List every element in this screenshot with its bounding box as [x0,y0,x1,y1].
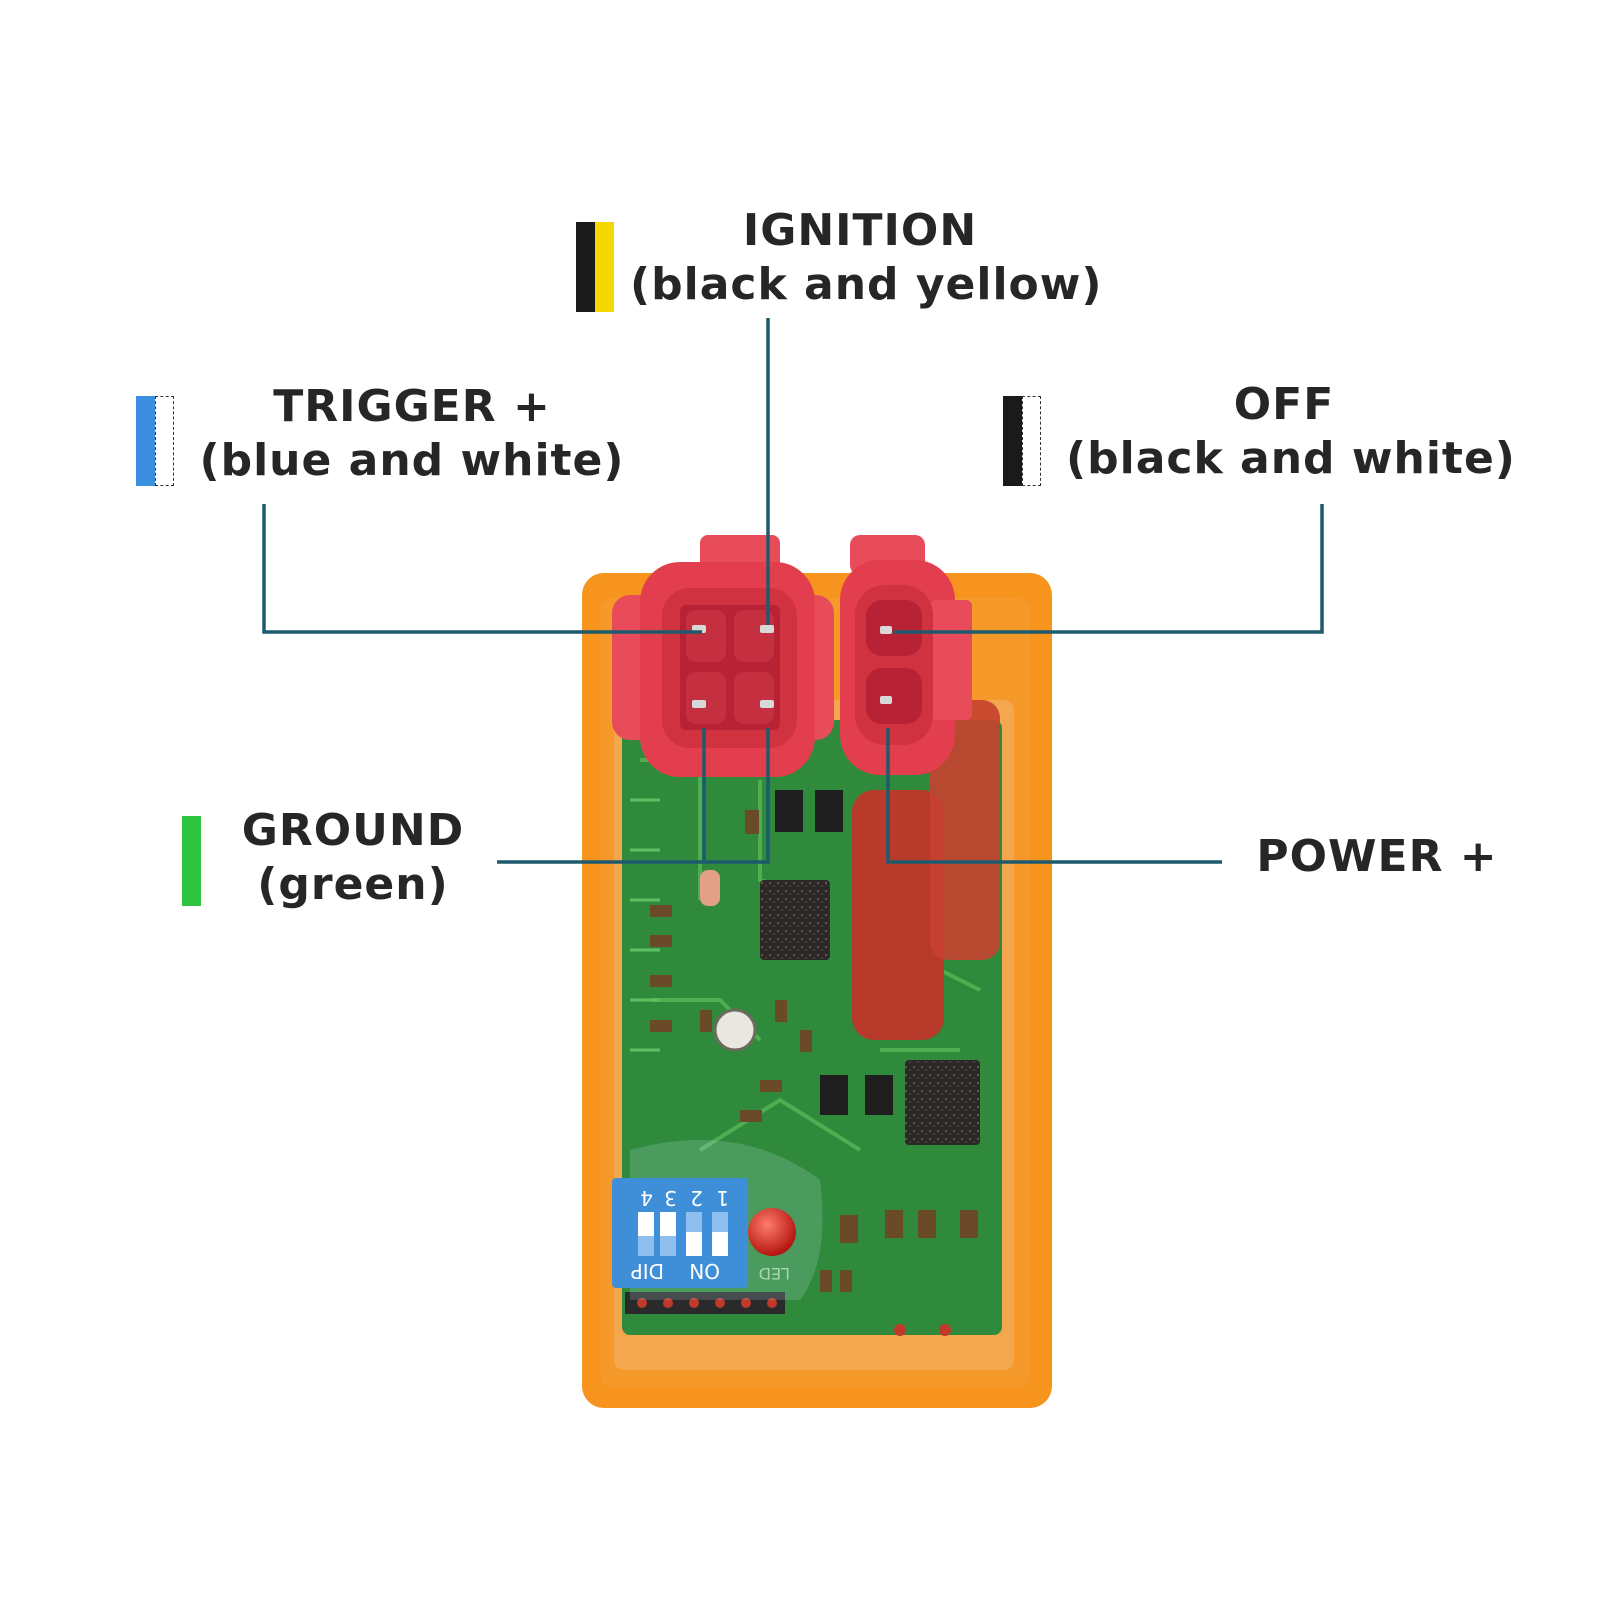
led-label: LED [759,1264,790,1283]
dip-label: DIP [631,1259,664,1283]
label-ground-name: GROUND [241,805,465,856]
swatch-ignition [576,222,614,312]
label-power-name: POWER + [1256,831,1498,882]
label-off-wire: (black and white) [1066,433,1516,484]
label-off-name: OFF [1233,379,1335,430]
label-ignition: IGNITION (black and yellow) [630,204,1103,312]
four-pin-connector [612,535,834,777]
dip-number-1: 1 [716,1186,729,1210]
leader-power [886,728,1222,864]
leader-off [893,504,1324,634]
dip-number-4: 4 [640,1186,653,1210]
leader-lines [262,318,1324,864]
label-trigger: TRIGGER + (blue and white) [196,380,628,488]
label-ground-wire: (green) [257,859,449,910]
dip-number-3: 3 [664,1186,677,1210]
dip-number-2: 2 [690,1186,703,1210]
swatch-ground [182,816,201,906]
status-led: LED [748,1208,796,1283]
swatch-trigger [136,396,174,486]
label-trigger-wire: (blue and white) [199,435,625,486]
leader-ground [497,728,770,864]
label-trigger-name: TRIGGER + [273,381,551,432]
label-ignition-name: IGNITION [742,205,978,256]
label-ignition-wire: (black and yellow) [630,259,1103,310]
label-ground: GROUND (green) [222,804,484,912]
label-power: POWER + [1244,830,1510,884]
two-pin-connector [840,535,972,775]
dip-on-label: ON [689,1259,720,1283]
label-off: OFF (black and white) [1066,378,1516,486]
swatch-off [1003,396,1041,486]
leader-trigger [262,504,702,634]
dip-switch: 4 3 2 1 DIP ON [612,1178,748,1288]
